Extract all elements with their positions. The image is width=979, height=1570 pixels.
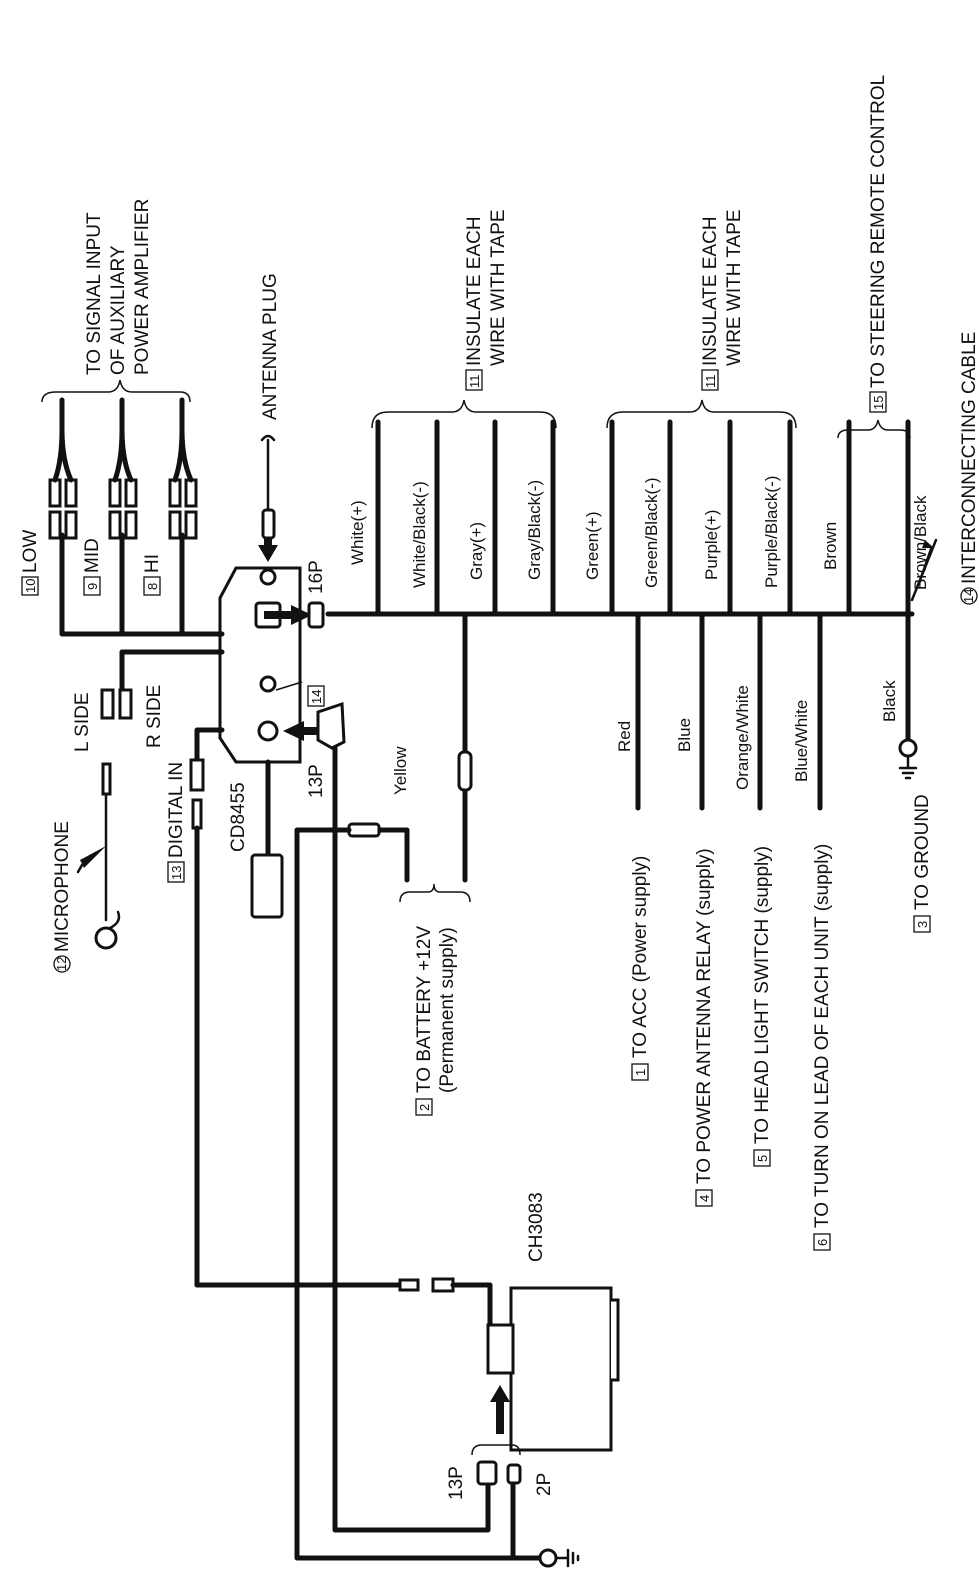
l-side-label: L SIDE [72,693,93,753]
svg-text:9: 9 [85,583,100,590]
cd8455-label: CD8455 [228,782,249,852]
dest-acc: 1 TO ACC (Power supply) [630,856,651,1081]
svg-text:12: 12 [54,957,69,971]
cd8455-unit [218,434,346,919]
wire-label-blue-white: Blue/White [792,700,811,782]
svg-text:14: 14 [309,690,324,704]
dest-turn-on: 6 TO TURN ON LEAD OF EACH UNIT (supply) [812,844,833,1251]
svg-text:2: 2 [417,1104,432,1111]
svg-text:WIRE WITH TAPE: WIRE WITH TAPE [488,209,509,366]
svg-text:4: 4 [697,1195,712,1202]
svg-text:DIGITAL IN: DIGITAL IN [166,762,187,858]
svg-text:MICROPHONE: MICROPHONE [52,821,73,952]
ch3083-label: CH3083 [526,1192,547,1262]
wire-label-gray: Gray(+) [467,522,486,580]
interconnecting-label: 14 INTERCONNECTING CABLE [959,332,979,605]
connector-16p: 16P [306,560,327,594]
dest-headlight: 5 TO HEAD LIGHT SWITCH (supply) [752,846,773,1167]
connector-13p-changer: 13P [446,1466,467,1500]
svg-text:14: 14 [961,589,976,603]
amp-title-line1: TO SIGNAL INPUT [84,212,105,375]
rca-lr-side [100,649,225,720]
svg-text:11: 11 [703,375,718,389]
wire-label-yellow: Yellow [391,746,410,795]
wire-label-white: White(+) [348,500,367,565]
box-14-marker: 14 [307,685,325,707]
microphone [76,762,121,950]
wire-label-gray-black: Gray/Black(-) [525,480,544,580]
svg-text:6: 6 [815,1239,830,1246]
svg-text:11: 11 [467,375,482,389]
dest-antenna-relay: 4 TO POWER ANTENNA RELAY (supply) [694,848,715,1207]
wire-label-green-black: Green/Black(-) [642,477,661,588]
wire-label-orange-white: Orange/White [733,685,752,790]
mid-label: 9 MID [82,538,103,596]
antenna-plug-label: ANTENNA PLUG [260,273,281,420]
svg-text:(Permanent supply): (Permanent supply) [437,927,458,1093]
insulate-label-1: 11 INSULATE EACH WIRE WITH TAPE [464,209,509,391]
svg-text:LOW: LOW [20,530,41,573]
wire-label-brown: Brown [821,522,840,570]
brace-steering [837,419,911,439]
svg-text:TO GROUND: TO GROUND [912,794,933,910]
svg-text:HI: HI [142,554,163,573]
svg-text:5: 5 [755,1155,770,1162]
battery-cable [294,745,580,1568]
steering-label: 15 TO STEERING REMOTE CONTROL [868,75,889,413]
wire-label-green: Green(+) [583,512,602,581]
dest-ground: 3 TO GROUND [912,794,933,933]
wire-label-brown-black: Brown/Black [911,495,930,590]
main-harness [325,419,918,883]
svg-text:MID: MID [82,538,103,573]
amp-title-line3: POWER AMPLIFIER [132,199,153,375]
connector-2p: 2P [534,1473,555,1496]
microphone-label: 12 MICROPHONE [52,821,73,973]
svg-text:TO HEAD LIGHT SWITCH (supply): TO HEAD LIGHT SWITCH (supply) [752,846,773,1144]
amp-title-line2: OF AUXILIARY [108,245,129,375]
dest-battery: 2 TO BATTERY +12V (Permanent supply) [414,926,458,1116]
connector-13p-main: 13P [306,764,327,798]
svg-text:WIRE WITH TAPE: WIRE WITH TAPE [724,209,745,366]
wire-label-black: Black [880,680,899,722]
r-side-label: R SIDE [144,685,165,748]
svg-text:3: 3 [915,921,930,928]
hi-label: 8 HI [142,554,163,596]
svg-text:15: 15 [871,396,886,410]
wire-label-red: Red [615,721,634,752]
svg-text:INTERCONNECTING CABLE: INTERCONNECTING CABLE [959,332,979,584]
low-label: 10 LOW [20,530,41,596]
svg-text:TO TURN ON LEAD OF EACH UNIT (: TO TURN ON LEAD OF EACH UNIT (supply) [812,844,833,1228]
svg-text:INSULATE EACH: INSULATE EACH [700,216,721,366]
digital-in-label: 13 DIGITAL IN [166,762,187,883]
amp-outputs [41,379,225,637]
svg-text:TO POWER ANTENNA RELAY (supply: TO POWER ANTENNA RELAY (supply) [694,848,715,1184]
svg-text:1: 1 [633,1069,648,1076]
svg-text:INSULATE EACH: INSULATE EACH [464,216,485,366]
wire-label-white-black: White/Black(-) [410,481,429,588]
brace-insulate-2 [606,399,797,429]
svg-text:TO BATTERY +12V: TO BATTERY +12V [414,926,435,1093]
ch3083-changer [471,1286,620,1486]
wire-label-purple-black: Purple/Black(-) [762,476,781,588]
svg-text:TO STEERING REMOTE CONTROL: TO STEERING REMOTE CONTROL [868,75,889,388]
svg-text:TO ACC (Power supply): TO ACC (Power supply) [630,856,651,1058]
insulate-label-2: 11 INSULATE EACH WIRE WITH TAPE [700,209,745,391]
svg-text:13: 13 [169,866,184,880]
wire-label-blue: Blue [675,718,694,752]
brace-insulate-1 [371,399,557,429]
svg-text:8: 8 [145,583,160,590]
wire-label-purple: Purple(+) [702,510,721,580]
svg-text:10: 10 [23,579,38,593]
